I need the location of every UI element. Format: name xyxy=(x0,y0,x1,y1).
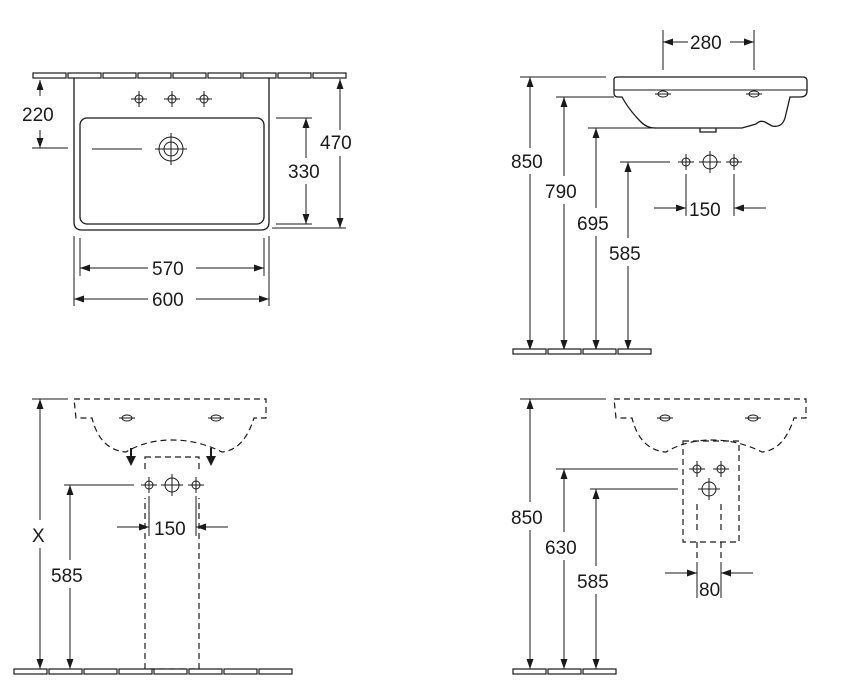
fixing-hole-right-icon xyxy=(744,414,762,422)
supply-right-icon xyxy=(725,153,743,171)
dim-220-label: 220 xyxy=(22,105,54,126)
dim-695-label: 695 xyxy=(577,214,609,235)
pedestal-view: X 585 150 xyxy=(13,398,293,675)
basin-dashed-outline xyxy=(73,398,267,453)
dim-570-label: 570 xyxy=(152,259,184,280)
arrow-down-left-icon xyxy=(126,448,136,466)
fixing-hole-left-icon xyxy=(118,414,136,422)
bowl-outline xyxy=(79,117,265,225)
wall-strip xyxy=(32,72,347,79)
floor-strip xyxy=(512,668,617,675)
dim-150-label: 150 xyxy=(154,519,186,540)
fixing-hole-left-icon xyxy=(654,90,672,98)
top-view: 220 330 470 570 600 xyxy=(22,72,352,311)
dim-x-label: X xyxy=(32,526,45,547)
dim-585-label: 585 xyxy=(51,566,83,587)
basin-outline xyxy=(73,78,270,231)
tap-hole-centre-icon xyxy=(163,90,181,108)
dim-330-label: 330 xyxy=(288,162,320,183)
floor-strip xyxy=(13,668,293,675)
dim-585-label: 585 xyxy=(577,572,609,593)
dim-280-label: 280 xyxy=(690,33,722,54)
fixing-hole-right-icon xyxy=(207,414,225,422)
basin-profile xyxy=(613,76,808,129)
dim-600-label: 600 xyxy=(152,290,184,311)
waste-outlet-icon xyxy=(155,133,187,165)
fixing-hole-left-icon xyxy=(656,414,674,422)
dim-585-label: 585 xyxy=(609,244,641,265)
tap-hole-right-icon xyxy=(195,90,213,108)
fixing-hole-right-icon xyxy=(745,90,763,98)
floor-strip xyxy=(512,348,652,355)
dim-470-label: 470 xyxy=(320,133,352,154)
semi-pedestal-view: 850 630 585 80 xyxy=(511,398,807,675)
dim-850-label: 850 xyxy=(511,152,543,173)
dim-80-label: 80 xyxy=(699,580,720,601)
tap-hole-left-icon xyxy=(130,90,148,108)
dim-630-label: 630 xyxy=(545,538,577,559)
basin-dashed-outline xyxy=(613,398,807,453)
dim-150-label: 150 xyxy=(689,200,721,221)
dim-790-label: 790 xyxy=(545,182,577,203)
arrow-down-right-icon xyxy=(206,448,216,466)
waste-connection-icon xyxy=(698,150,722,174)
side-view: 280 850 790 695 585 xyxy=(511,30,808,355)
dim-850-label: 850 xyxy=(511,508,543,529)
supply-left-icon xyxy=(677,153,695,171)
